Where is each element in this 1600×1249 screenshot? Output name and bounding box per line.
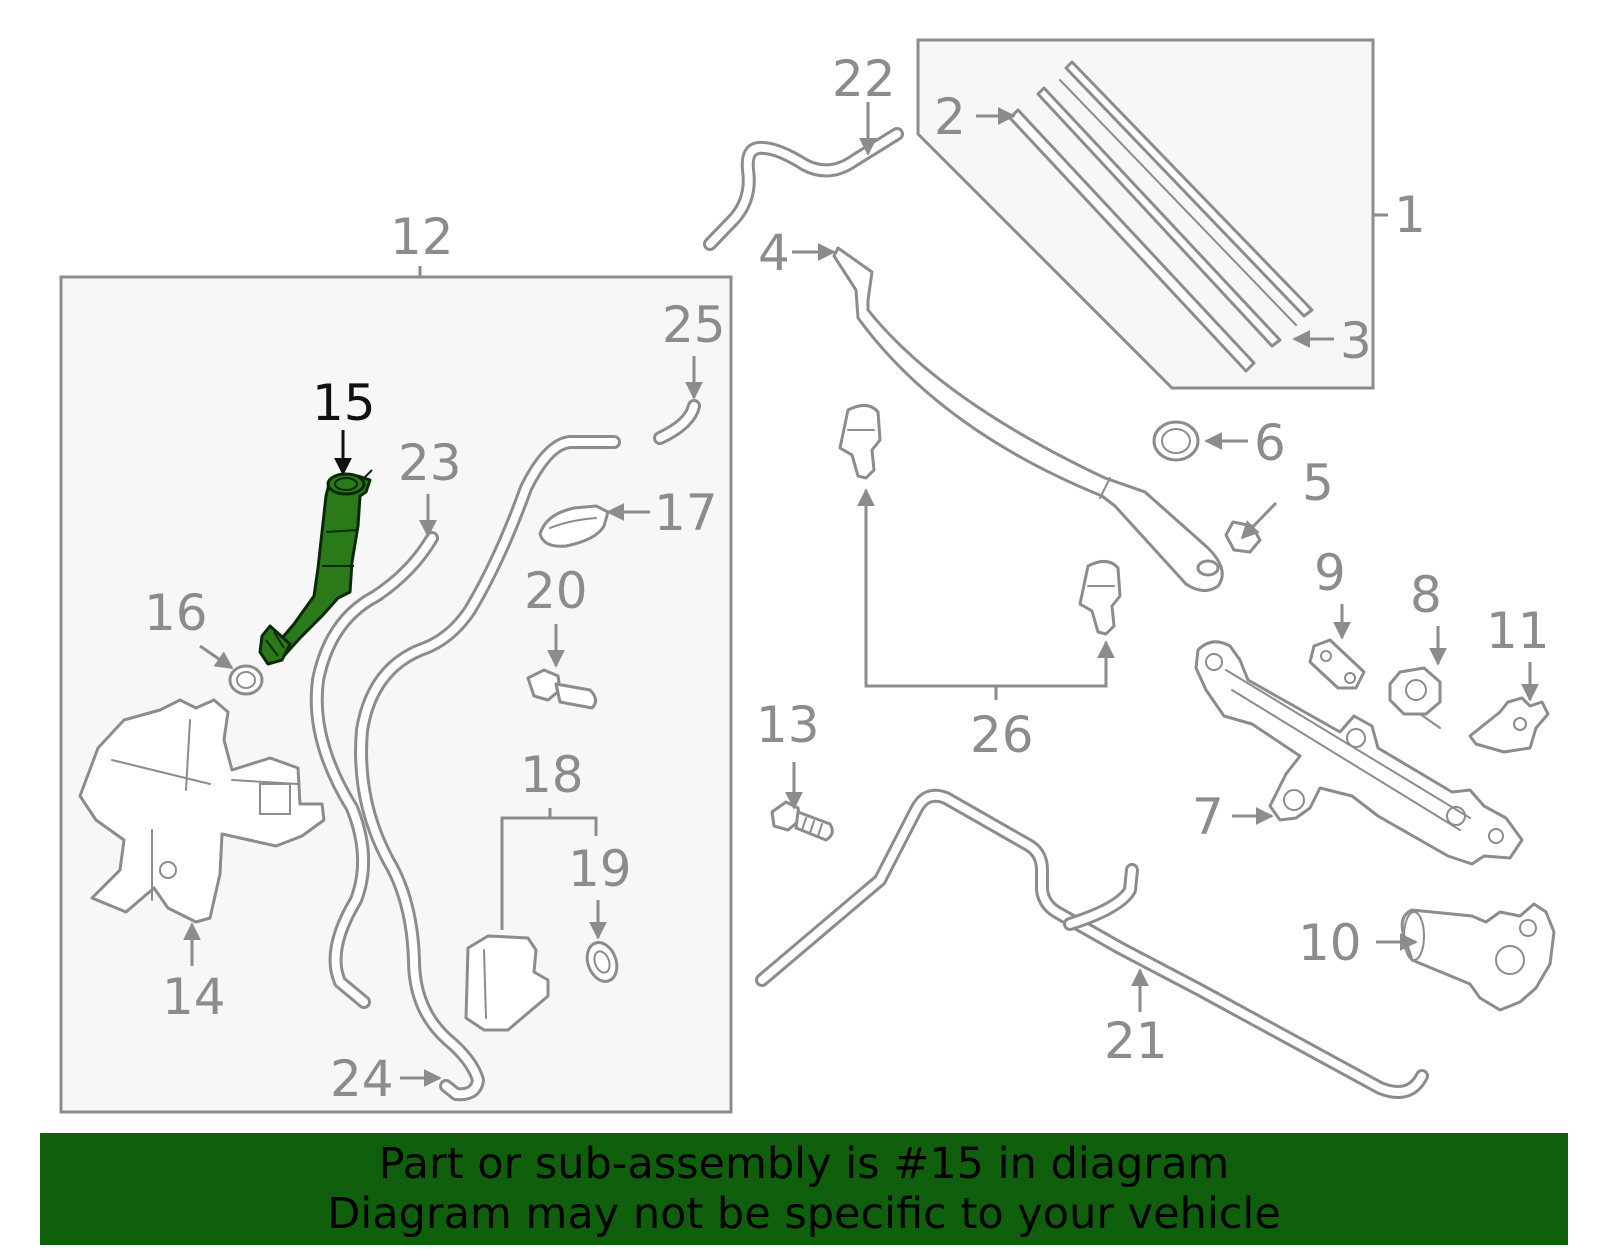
- label-3: 3: [1340, 312, 1372, 370]
- label-4: 4: [758, 224, 790, 282]
- label-10: 10: [1298, 914, 1362, 972]
- label-20: 20: [524, 562, 588, 620]
- label-6: 6: [1254, 414, 1286, 472]
- filler-neck-highlighted: [258, 469, 373, 666]
- washer-reservoir: [78, 698, 326, 924]
- washer-pump: [464, 934, 550, 1032]
- label-9: 9: [1314, 544, 1346, 602]
- label-7: 7: [1192, 788, 1224, 846]
- label-23: 23: [398, 434, 462, 492]
- label-5: 5: [1302, 454, 1334, 512]
- label-8: 8: [1410, 566, 1442, 624]
- neck-seal: [228, 664, 264, 696]
- label-1: 1: [1394, 186, 1426, 244]
- label-11: 11: [1486, 602, 1550, 660]
- label-17: 17: [654, 484, 718, 542]
- label-26: 26: [970, 706, 1034, 764]
- wiper-blade: [1036, 60, 1314, 348]
- wiper-blade-box: [916, 38, 1375, 390]
- washer-hose-24: [354, 435, 621, 1102]
- label-13: 13: [756, 696, 820, 754]
- pivot-cap: [1152, 420, 1200, 462]
- washer-hose-22: [703, 127, 904, 251]
- reservoir-cap: [538, 504, 610, 548]
- pivot-nut-8: [1388, 666, 1442, 729]
- bracket-11: [1468, 696, 1550, 754]
- label-19: 19: [568, 840, 632, 898]
- washer-hose-23: [309, 531, 439, 1009]
- bolt-13: [770, 800, 834, 842]
- label-2: 2: [934, 88, 966, 146]
- parts-diagram: 1 2 3 4 5 6 7 8 9 10 11 12 13 14 15 16 1…: [59, 38, 1556, 1114]
- wiper-linkage: [1194, 640, 1524, 866]
- wiper-motor: [1400, 902, 1556, 1012]
- label-21: 21: [1104, 1012, 1168, 1070]
- level-sensor: [526, 668, 597, 710]
- label-14: 14: [162, 968, 226, 1026]
- label-18: 18: [520, 746, 584, 804]
- washer-nozzle-lower: [1078, 560, 1122, 636]
- assembly-12-box: [59, 275, 733, 1114]
- banner-line-2: Diagram may not be specific to your vehi…: [327, 1189, 1281, 1239]
- label-22: 22: [832, 50, 896, 108]
- washer-nozzle-upper: [838, 404, 882, 480]
- washer-hose-21: [755, 788, 1429, 1099]
- label-15-highlighted: 15: [312, 374, 376, 432]
- label-12: 12: [390, 208, 454, 266]
- label-16: 16: [144, 584, 208, 642]
- pump-seal: [585, 941, 619, 983]
- label-24: 24: [330, 1050, 394, 1108]
- bracket-9: [1308, 638, 1366, 690]
- info-banner: Part or sub-assembly is #15 in diagram D…: [40, 1133, 1568, 1245]
- washer-hose-25: [653, 399, 701, 445]
- banner-line-1: Part or sub-assembly is #15 in diagram: [378, 1139, 1230, 1189]
- label-25: 25: [662, 296, 726, 354]
